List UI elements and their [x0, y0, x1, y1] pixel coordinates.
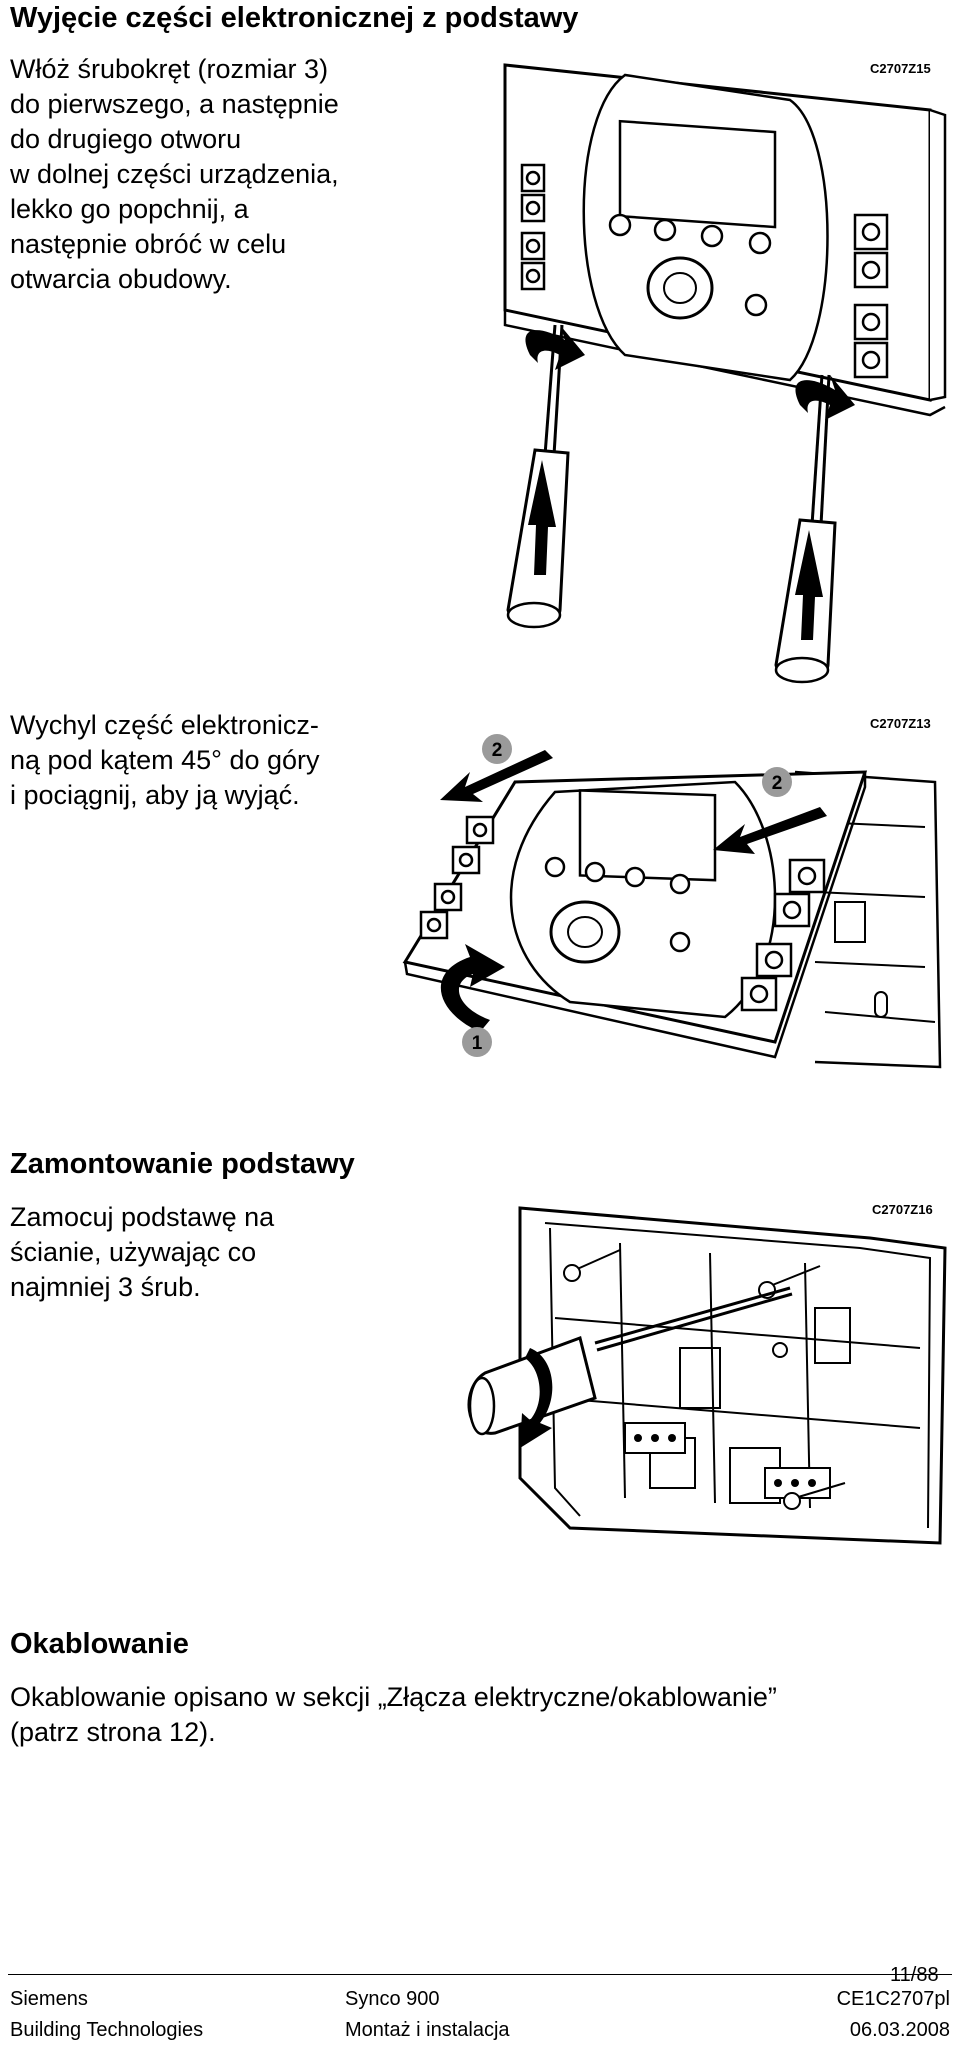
figure-open-housing: C2707Z15 [503, 61, 947, 684]
text-line: Włóż śrubokręt (rozmiar 3) [10, 54, 329, 84]
text-line: ścianie, używając co [10, 1237, 257, 1267]
footer-product: Synco 900 [345, 1988, 440, 2010]
svg-text:2: 2 [492, 740, 503, 761]
figure-tilt-electronics: C2707Z13 2 2 1 [402, 716, 942, 1069]
section-heading-mount: Zamontowanie podstawy [10, 1148, 355, 1180]
text-line: otwarcia obudowy. [10, 264, 232, 294]
text-line: najmniej 3 śrub. [10, 1272, 201, 1302]
footer-center: Synco 900 Montaż i instalacja [345, 1984, 510, 2046]
footer-doc-type: Montaż i instalacja [345, 2019, 510, 2041]
text-line: i pociągnij, aby ją wyjąć. [10, 780, 300, 810]
text-line: (patrz strona 12). [10, 1717, 216, 1747]
text-line: do pierwszego, a następnie [10, 89, 339, 119]
text-line: lekko go popchnij, a [10, 194, 249, 224]
footer-division: Building Technologies [10, 2019, 204, 2041]
text-line: Okablowanie opisano w sekcji „Złącza ele… [10, 1682, 777, 1712]
text-line: do drugiego otworu [10, 124, 242, 154]
figure-code: C2707Z16 [872, 1202, 933, 1217]
marker-2-right: 2 [762, 767, 792, 797]
footer-date: 06.03.2008 [849, 2019, 950, 2041]
svg-text:2: 2 [772, 773, 783, 794]
footer-doc-id: CE1C2707pl [836, 1988, 950, 2010]
text-line: Zamocuj podstawę na [10, 1202, 275, 1232]
figure-code: C2707Z15 [870, 61, 931, 76]
page-number: 11/88 [890, 1960, 939, 1991]
svg-text:1: 1 [472, 1033, 483, 1054]
step1-paragraph: Włóż śrubokręt (rozmiar 3) do pierwszego… [10, 52, 339, 297]
footer-company: Siemens [10, 1988, 88, 2010]
page-number-text: 11/88 [890, 1964, 939, 1986]
footer-right: CE1C2707pl 06.03.2008 [837, 1984, 950, 2046]
wiring-paragraph: Okablowanie opisano w sekcji „Złącza ele… [10, 1680, 777, 1750]
footer-rule [8, 1974, 952, 1975]
text-line: ną pod kątem 45° do góry [10, 745, 320, 775]
section-heading-remove: Wyjęcie części elektronicznej z podstawy [10, 2, 579, 34]
figure-mount-base: C2707Z16 [467, 1202, 947, 1545]
text-line: w dolnej części urządzenia, [10, 159, 339, 189]
marker-2-left: 2 [482, 734, 512, 764]
marker-1: 1 [462, 1027, 492, 1057]
figure-code: C2707Z13 [870, 716, 931, 731]
text-line: Wychyl część elektronicz- [10, 710, 319, 740]
text-line: następnie obróć w celu [10, 229, 287, 259]
mount-paragraph: Zamocuj podstawę na ścianie, używając co… [10, 1200, 274, 1305]
section-heading-wiring: Okablowanie [10, 1628, 189, 1660]
footer-left: Siemens Building Technologies [10, 1984, 203, 2046]
step2-paragraph: Wychyl część elektronicz- ną pod kątem 4… [10, 708, 320, 813]
